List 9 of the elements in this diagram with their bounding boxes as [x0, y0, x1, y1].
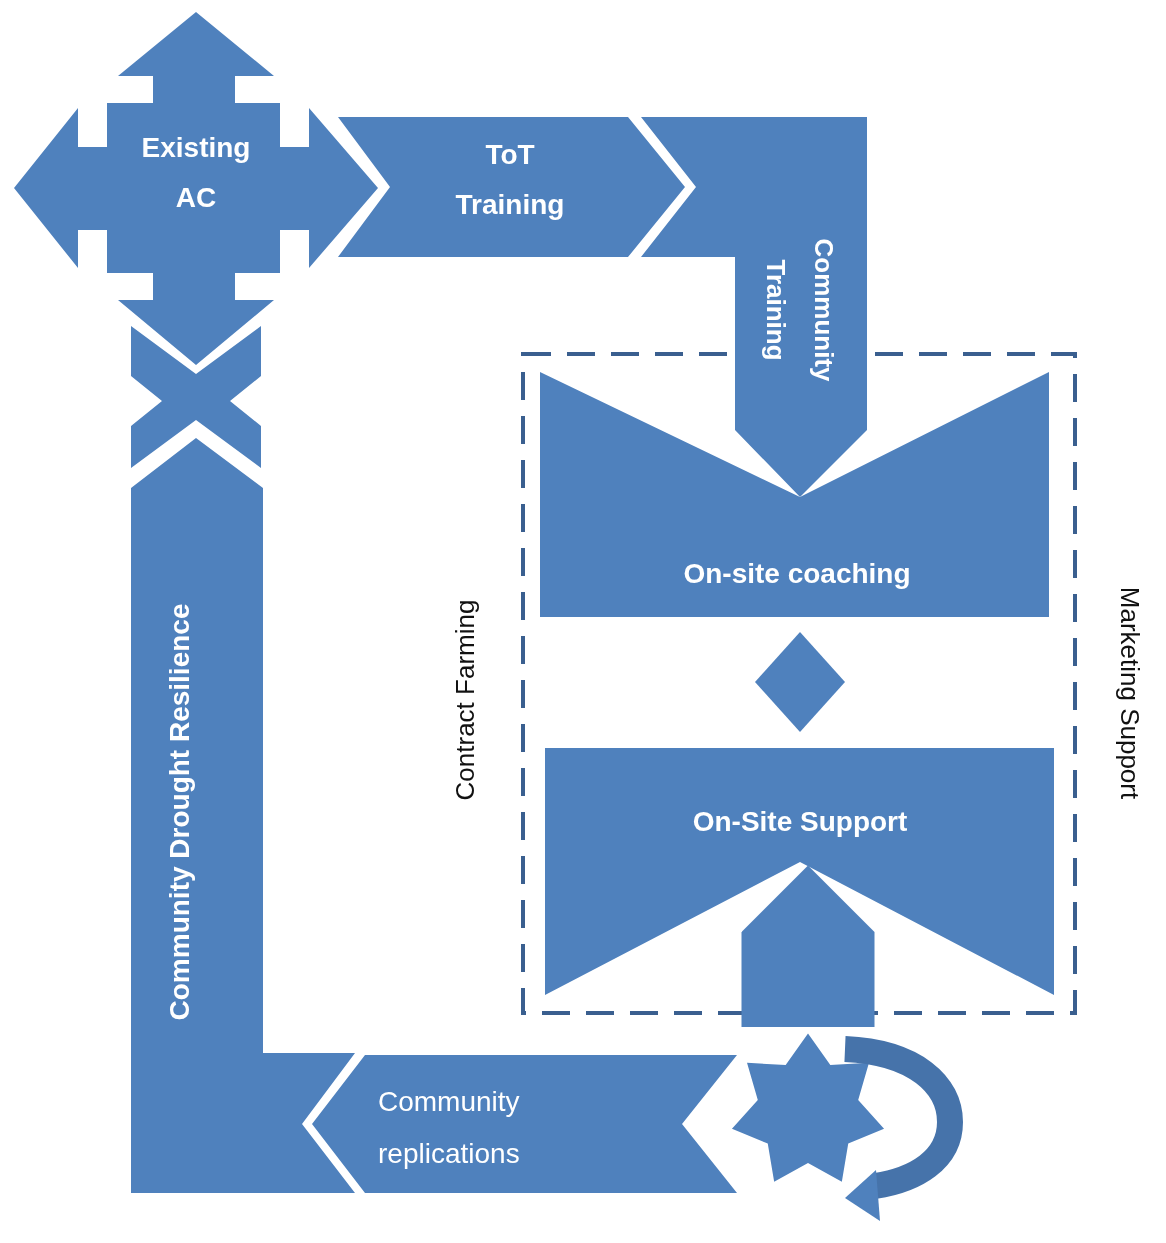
shape-label: Existing AC	[140, 131, 252, 215]
shape-label: Community Drought Resilience	[163, 603, 196, 1021]
shape-label: ToT Training	[454, 138, 566, 222]
frame-label: Marketing Support	[1114, 586, 1146, 800]
shape-label: On-Site Support	[692, 805, 908, 839]
frame-label: Contract Farming	[449, 599, 481, 801]
shape-label: Community replications	[378, 1085, 521, 1171]
shape-label: Community Training	[760, 237, 840, 384]
shape-label: On-site coaching	[683, 557, 911, 591]
